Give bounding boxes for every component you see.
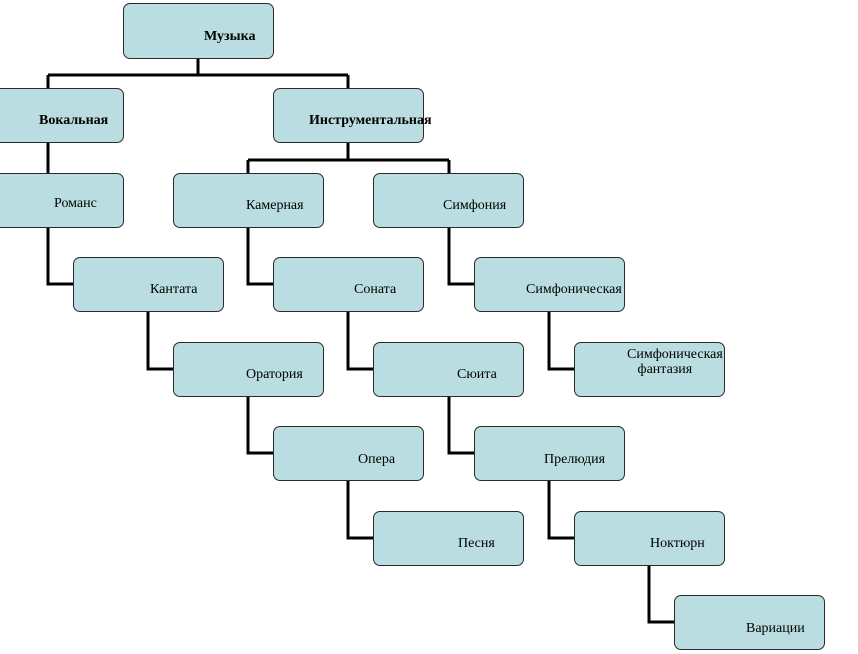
connector-syuita-prelyudiya xyxy=(447,397,475,455)
node-sonata: Соната xyxy=(273,257,424,312)
node-variatsii: Вариации xyxy=(674,595,825,650)
connector-prelyudiya-noktyurn xyxy=(547,481,575,540)
node-label: Музыка xyxy=(204,29,256,44)
connector-sonata-syuita xyxy=(346,312,374,371)
node-label: Кантата xyxy=(150,282,198,297)
node-instrumentalnaya: Инструментальная xyxy=(273,88,432,143)
node-kamernaya: Камерная xyxy=(173,173,324,228)
node-label: Ноктюрн xyxy=(650,536,705,551)
node-noktyurn: Ноктюрн xyxy=(574,511,725,566)
connector-oratoriya-opera xyxy=(246,397,274,455)
node-label: Симфоническая фантазия xyxy=(627,347,723,377)
node-kantata: Кантата xyxy=(73,257,224,312)
node-simfoniya: Симфония xyxy=(373,173,524,228)
node-label: Вокальная xyxy=(39,113,109,128)
node-opera: Опера xyxy=(273,426,424,481)
node-label: Романс xyxy=(54,196,97,211)
node-simfonicheskaya: Симфоническая xyxy=(474,257,625,312)
node-simfonicheskaya-fantaziya: Симфоническая фантазия xyxy=(574,342,725,397)
node-vokalnaya: Вокальная xyxy=(0,88,124,143)
node-romans: Романс xyxy=(0,173,124,228)
connector-opera-pesnya xyxy=(346,481,374,540)
connector-simfoniya-simfonicheskaya xyxy=(447,228,475,286)
node-label: Камерная xyxy=(246,198,304,213)
node-prelyudiya: Прелюдия xyxy=(474,426,625,481)
connector-noktyurn-variatsii xyxy=(647,566,675,624)
node-label: Вариации xyxy=(746,621,805,636)
connector-kamernaya-sonata xyxy=(246,228,274,286)
node-label: Соната xyxy=(354,282,397,297)
node-oratoriya: Оратория xyxy=(173,342,324,397)
node-syuita: Сюита xyxy=(373,342,524,397)
node-muzyka: Музыка xyxy=(123,3,274,59)
node-label: Прелюдия xyxy=(544,452,606,467)
node-label: Опера xyxy=(358,452,396,467)
node-label: Симфоническая xyxy=(526,282,622,297)
node-label: Оратория xyxy=(246,367,303,382)
connector-romans-kantata xyxy=(46,228,74,286)
connector-simfonicheskaya-fantaziya xyxy=(547,312,575,371)
node-label: Песня xyxy=(458,536,495,551)
node-label: Сюита xyxy=(457,367,497,382)
connector-kantata-oratoriya xyxy=(146,312,174,371)
node-label: Симфония xyxy=(443,198,507,213)
node-pesnya: Песня xyxy=(373,511,524,566)
node-label: Инструментальная xyxy=(309,113,432,128)
